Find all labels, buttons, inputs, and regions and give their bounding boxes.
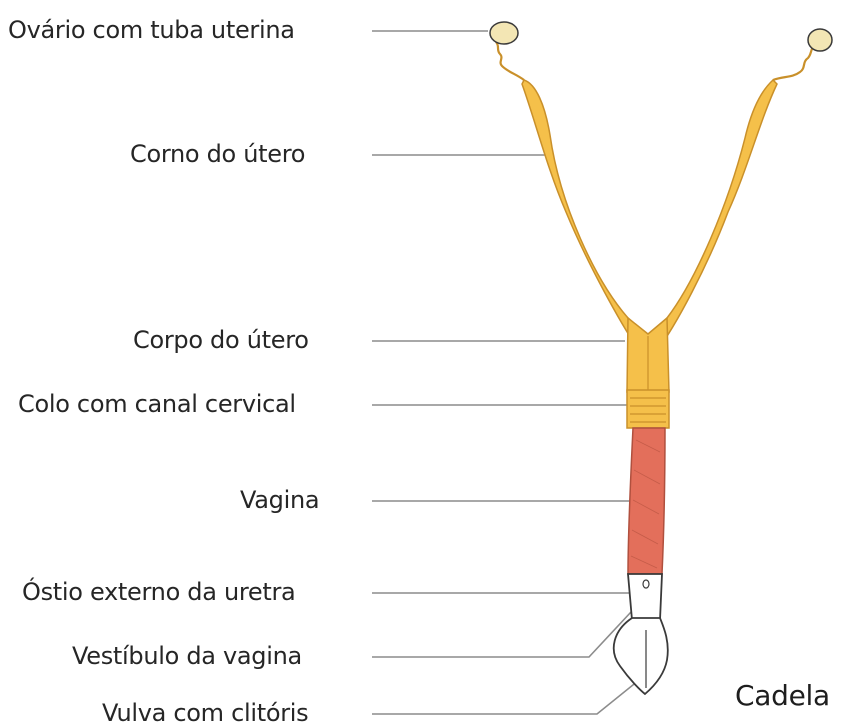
vulva <box>614 618 668 694</box>
right-oviduct <box>773 44 816 80</box>
left-ovary <box>490 22 518 44</box>
vagina <box>628 428 665 574</box>
leader-line-vestibule <box>372 612 631 657</box>
leader-line-vulva <box>372 676 644 714</box>
label-vestibule: Vestíbulo da vagina <box>72 644 302 668</box>
right-ovary <box>808 29 832 51</box>
label-uterine-body: Corpo do útero <box>133 328 309 352</box>
right-uterine-horn <box>648 80 777 352</box>
label-vulva: Vulva com clitóris <box>102 701 308 725</box>
label-uterine-horn: Corno do útero <box>130 142 305 166</box>
label-urethral-orifice: Óstio externo da uretra <box>22 580 295 604</box>
left-uterine-horn <box>522 80 647 352</box>
species-label: Cadela <box>735 682 830 710</box>
label-cervix: Colo com canal cervical <box>18 392 296 416</box>
left-oviduct <box>496 42 524 80</box>
label-vagina: Vagina <box>240 488 319 512</box>
label-ovary: Ovário com tuba uterina <box>8 18 295 42</box>
urethral-orifice <box>643 580 649 588</box>
